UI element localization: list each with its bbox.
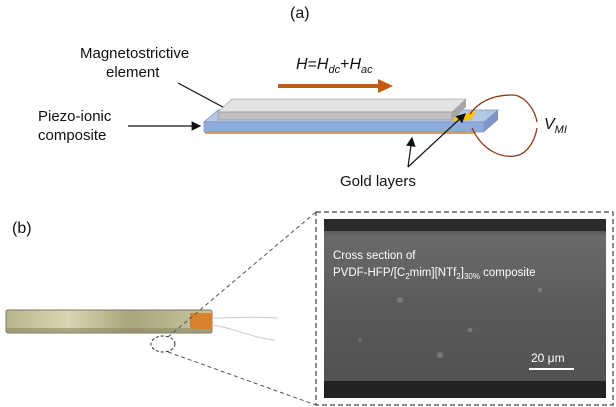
top-wire [469,94,538,123]
sem-particle [437,352,443,358]
device-wire-bottom [211,324,276,341]
zoom-line-bottom [167,351,317,406]
magnetostrictive-label-line1: Magnetostrictive [80,45,189,62]
sem-image [324,219,606,398]
sem-caption-line1: Cross section of [333,250,416,262]
zoom-circle [150,335,176,353]
field-direction-arrow-head [378,79,393,93]
voltage-label: VMI [544,116,567,136]
sem-particle [397,297,403,303]
piezo-label-line2: composite [38,127,106,144]
panel-b-label: (b) [12,220,32,237]
magnetostrictive-layer-side [452,99,466,120]
device-gold-contact [190,313,212,329]
field-equation: H=Hdc+Hac [296,56,373,76]
panel-a-label: (a) [290,5,310,22]
device-strip-edge [6,328,212,333]
magnetostrictive-layer-front [217,111,453,121]
device-wire-top [211,316,279,319]
piezo-label-line1: Piezo-ionic [38,108,112,125]
sem-caption-line2: PVDF-HFP/[C2mim][NTf2]30% composite [333,267,536,281]
sem-background [324,219,606,398]
sem-inset-frame [315,211,614,406]
piezo-layer-side [484,110,498,132]
sem-particle [538,288,542,292]
gold-layers-label: Gold layers [340,173,416,190]
device-photo [5,309,279,341]
gold-pointer-arrow-bottom [406,136,416,168]
piezo-layer-front [203,121,485,133]
sem-bottom-band [324,381,606,398]
layered-device [202,98,500,134]
magnetostrictive-layer-top [216,98,468,113]
magnetostrictive-label-line2: element [106,64,160,81]
bottom-wire [471,127,538,157]
sem-particle [467,327,473,333]
scale-bar-label: 20 μm [531,351,565,365]
zoom-line-top [167,211,317,338]
gold-pointer-arrow-top [407,113,466,168]
sem-top-band [324,219,606,231]
sem-particle [358,338,362,342]
